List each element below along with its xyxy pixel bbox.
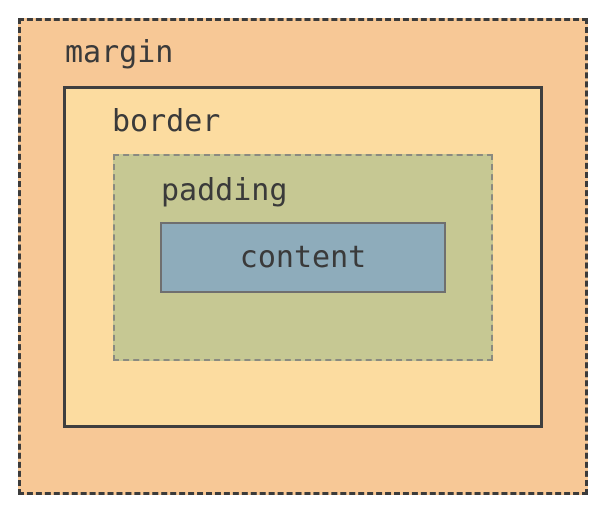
margin-label: margin [65, 35, 174, 70]
content-label: content [239, 239, 367, 275]
content-area: content [160, 222, 446, 293]
border-label: border [112, 104, 221, 139]
padding-label: padding [161, 173, 288, 208]
